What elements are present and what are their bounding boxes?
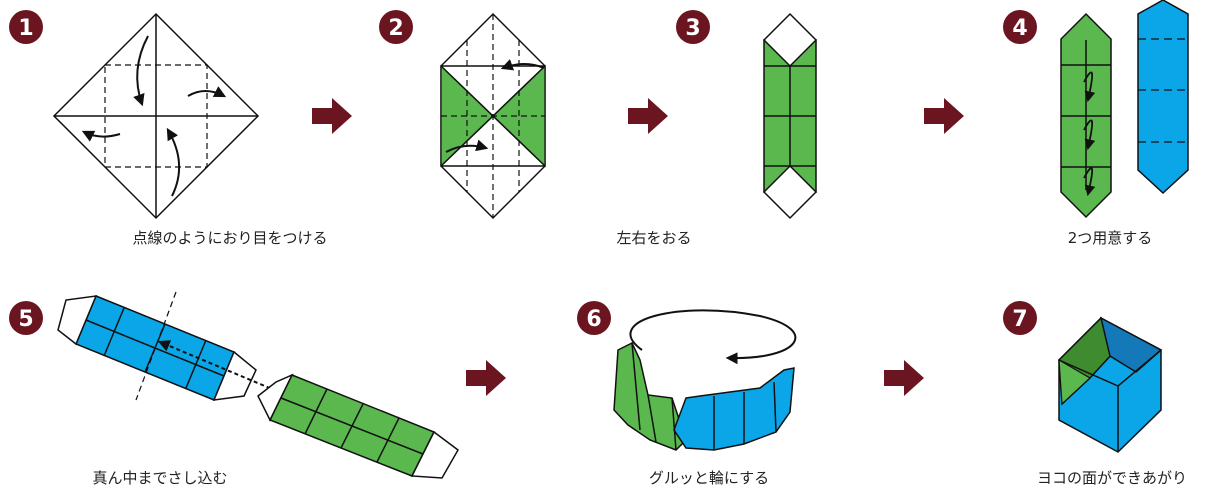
green-unit-diagram [258,375,458,478]
next-arrow [884,360,924,396]
step-5: 5 真ん中までさし込む [9,292,458,487]
folded-paper-diagram [441,14,545,218]
next-arrow [924,98,964,134]
green-unit-diagram [1061,14,1111,217]
square-paper-diagram [54,14,258,218]
step-4-number: 4 [1012,16,1027,41]
step-4-badge: 4 [1003,10,1037,44]
step-1-caption: 点線のようにおり目をつける [132,229,327,247]
next-arrow [628,98,668,134]
step-2-badge: 2 [379,10,413,44]
folded-strip-diagram [764,14,816,218]
step-3-number: 3 [685,16,700,41]
step-5-badge: 5 [9,301,43,335]
rotate-arrow [630,310,795,358]
step-2: 2 [379,10,545,218]
step-1-badge: 1 [9,10,43,44]
step-4-caption: 2つ用意する [1068,229,1153,247]
finished-cube-diagram [1059,318,1161,452]
step-7-number: 7 [1012,307,1027,332]
step-1-number: 1 [18,16,33,41]
step-2-number: 2 [388,16,403,41]
step-5-number: 5 [18,307,33,332]
step-6-caption: グルッと輪にする [649,469,769,487]
step-6-number: 6 [586,307,601,332]
step-5-caption: 真ん中までさし込む [92,469,227,487]
step-7: 7 ヨコの面ができあがり [1003,301,1187,487]
step-3-badge: 3 [676,10,710,44]
step-1: 1 点線のようにおり目をつける [9,10,328,247]
blue-unit-diagram [1138,0,1188,193]
step-7-badge: 7 [1003,301,1037,335]
step-6: 6 グルッと輪にする [577,301,795,487]
next-arrow [312,98,352,134]
next-arrow [466,360,506,396]
ring-diagram [614,343,794,450]
step-6-badge: 6 [577,301,611,335]
step-3: 3 左右をおる [616,10,816,247]
blue-unit-diagram [58,292,256,400]
step-7-caption: ヨコの面ができあがり [1037,469,1187,487]
step-4: 4 2つ用意する [1003,0,1188,247]
step-3-caption: 左右をおる [616,229,691,247]
